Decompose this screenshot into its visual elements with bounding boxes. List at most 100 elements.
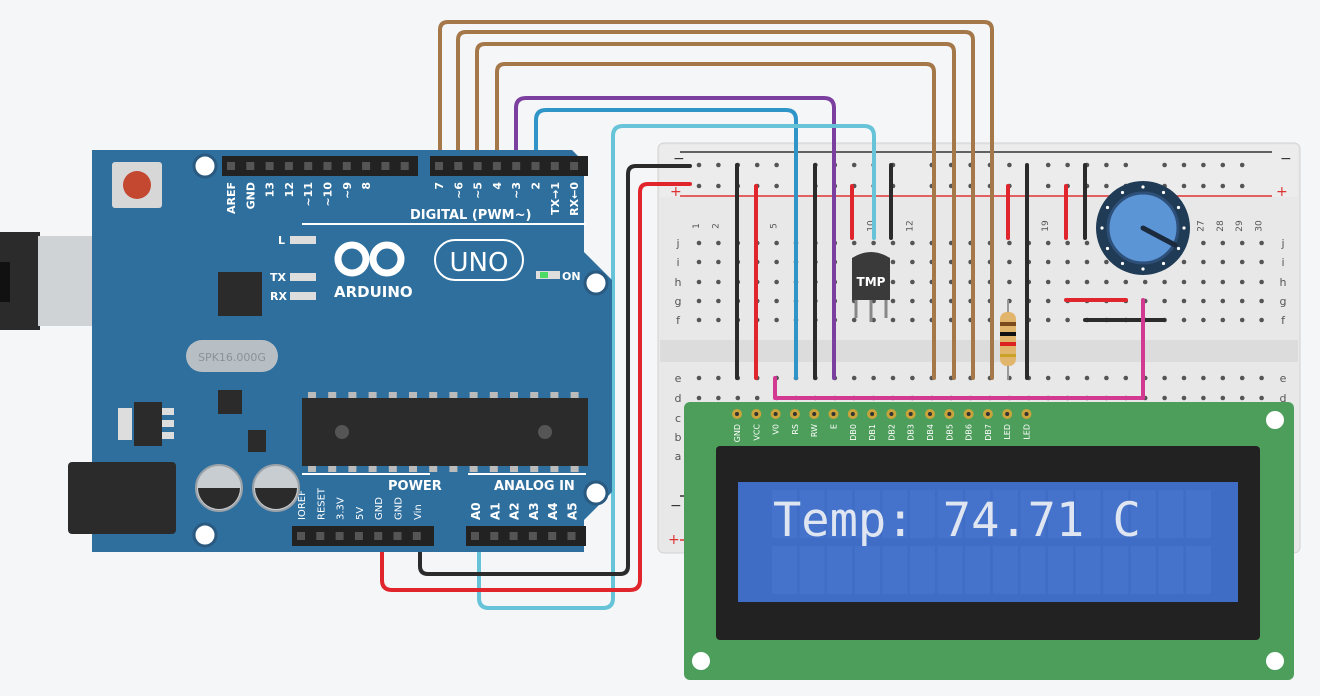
- digital-pin-6: ~9: [341, 182, 354, 199]
- led-on: [540, 272, 548, 278]
- lcd-display-line-1: Temp: 74.71 C: [773, 493, 1141, 548]
- analog-header[interactable]: [466, 526, 586, 546]
- wire-d7[interactable]: [438, 20, 994, 380]
- potentiometer[interactable]: [1096, 181, 1190, 275]
- model-label: UNO: [450, 248, 509, 278]
- analog-header-label: ANALOG IN: [494, 479, 575, 494]
- rail-minus-label-right: −: [1280, 151, 1292, 167]
- power-pin-3: 5V: [355, 507, 366, 520]
- analog-pin-A4: A4: [546, 502, 560, 520]
- led-rx: [290, 292, 316, 300]
- breadboard-center-channel: [660, 340, 1298, 362]
- digital-pin-1: GND: [244, 182, 257, 209]
- digital-pin-11: 4: [491, 182, 504, 190]
- row-label-j-right: j: [1280, 237, 1284, 250]
- row-label-j: j: [675, 237, 679, 250]
- digital-pin-0: AREF: [225, 182, 238, 214]
- digital-pin-3: 12: [283, 182, 296, 197]
- row-label-f: f: [676, 314, 681, 327]
- led-tx-label: TX: [270, 271, 287, 284]
- column-label-5: 5: [770, 223, 780, 229]
- lcd-pin-pads[interactable]: [732, 409, 1032, 419]
- lcd-pin-label-8: DB2: [887, 424, 896, 441]
- column-label-27: 27: [1196, 220, 1206, 231]
- digital-pin-9: ~6: [452, 182, 465, 199]
- temperature-sensor[interactable]: TMP: [852, 252, 890, 322]
- voltage-regulator: [134, 402, 162, 446]
- wire-5v[interactable]: [380, 182, 692, 592]
- wire-gnd[interactable]: [418, 164, 692, 576]
- column-label-10: 10: [867, 220, 877, 232]
- column-label-1: 1: [692, 223, 702, 229]
- wire-d2-rs[interactable]: [534, 108, 798, 380]
- analog-pin-A0: A0: [469, 502, 483, 520]
- potentiometer-wiper[interactable]: [1140, 225, 1178, 248]
- led-tx: [290, 273, 316, 281]
- lcd-pin-label-15: LED: [1023, 424, 1032, 440]
- rail-plus-label-right: +: [1276, 184, 1288, 200]
- column-label-12: 12: [905, 220, 915, 231]
- analog-pin-A1: A1: [488, 502, 502, 520]
- column-label-28: 28: [1216, 220, 1226, 232]
- row-label-b: b: [675, 431, 682, 444]
- analog-pin-A2: A2: [508, 502, 522, 520]
- rail-plus-label-bottom: +: [668, 532, 680, 548]
- usb-chip: [218, 272, 262, 316]
- lcd-pin-label-2: V0: [772, 424, 781, 435]
- power-pin-0: IOREF: [297, 490, 308, 520]
- row-label-c: c: [675, 412, 681, 425]
- wire-d5[interactable]: [475, 42, 956, 380]
- power-pin-2: 3.3V: [336, 497, 347, 520]
- row-label-d-right: d: [1280, 392, 1287, 405]
- lcd-pin-label-7: DB1: [868, 424, 877, 441]
- wire-a0-sensor[interactable]: [477, 124, 876, 610]
- resistor[interactable]: [1000, 300, 1016, 380]
- led-l-label: L: [278, 234, 285, 247]
- lcd-pin-label-3: RS: [791, 424, 800, 435]
- wire-d6[interactable]: [456, 30, 975, 380]
- rail-minus-label-bottom: −: [670, 498, 682, 514]
- lcd-pin-label-13: DB7: [984, 424, 993, 441]
- lcd-pin-label-12: DB6: [965, 424, 974, 441]
- lcd-pin-label-0: GND: [733, 424, 742, 442]
- wire-d4[interactable]: [495, 62, 936, 380]
- digital-pin-12: ~3: [510, 182, 523, 199]
- row-label-i-right: i: [1281, 256, 1284, 269]
- row-label-e-right: e: [1280, 372, 1287, 385]
- row-label-f-right: f: [1281, 314, 1286, 327]
- wires[interactable]: [380, 20, 1166, 610]
- reset-button-cap[interactable]: [123, 171, 151, 199]
- row-label-i: i: [676, 256, 679, 269]
- digital-header-right[interactable]: [430, 156, 588, 176]
- lcd-pin-label-4: RW: [810, 424, 819, 437]
- brand-label: ARDUINO: [334, 283, 413, 301]
- lcd-pin-label-6: DB0: [849, 424, 858, 441]
- digital-pin-7: 8: [360, 182, 373, 190]
- column-label-2: 2: [711, 223, 721, 229]
- digital-header-left[interactable]: [222, 156, 418, 176]
- lcd-pin-label-9: DB3: [907, 424, 916, 441]
- row-label-a: a: [675, 450, 682, 463]
- digital-header-label: DIGITAL (PWM~): [410, 208, 531, 223]
- digital-pin-8: 7: [433, 182, 446, 190]
- power-header-label: POWER: [388, 479, 442, 494]
- power-header[interactable]: [292, 526, 434, 546]
- rail-plus-label-left: +: [670, 184, 682, 200]
- lcd-pin-label-10: DB4: [926, 424, 935, 441]
- row-label-d: d: [675, 392, 682, 405]
- power-pin-6: Vin: [413, 504, 424, 520]
- digital-pin-10: ~5: [472, 182, 485, 199]
- analog-pin-A5: A5: [566, 502, 580, 520]
- power-jack: [68, 462, 176, 534]
- jumper-contrast-v0[interactable]: [773, 298, 1145, 400]
- wire-d3-enable[interactable]: [514, 96, 836, 380]
- led-on-label: ON: [562, 270, 581, 283]
- row-label-g: g: [675, 295, 682, 308]
- column-label-29: 29: [1235, 220, 1245, 232]
